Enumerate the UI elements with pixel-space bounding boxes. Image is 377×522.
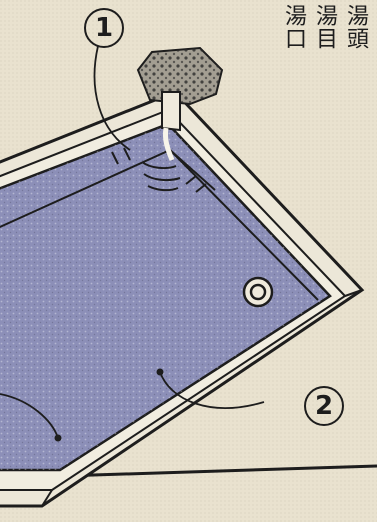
label-yuguchi: 湯口 — [281, 4, 305, 50]
drain-outlet — [244, 278, 272, 306]
label-yume: 湯目 — [312, 4, 336, 50]
callout-one: 1 — [84, 8, 124, 48]
leader-dot-left — [55, 435, 62, 442]
label-yugashira: 湯頭 — [343, 4, 367, 50]
callout-two: 2 — [304, 386, 344, 426]
leader-dot-two — [157, 369, 164, 376]
water-spout-pipe — [162, 92, 180, 130]
